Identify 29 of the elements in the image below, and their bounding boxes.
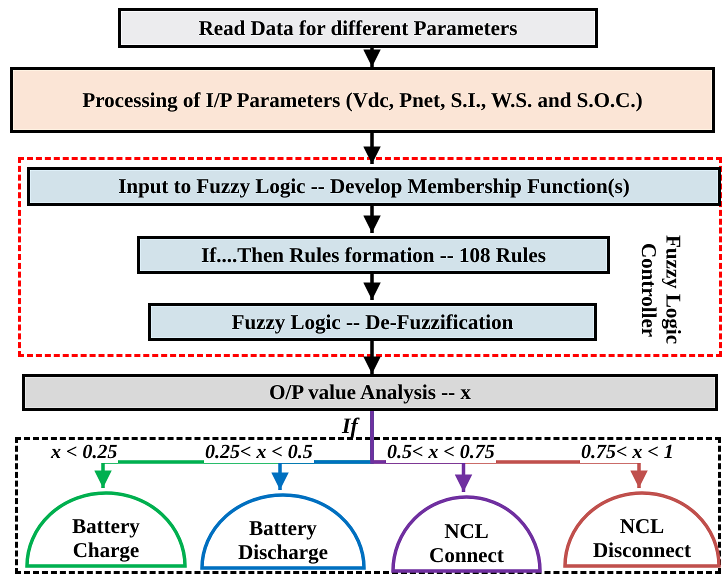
- node-text: Fuzzy Logic Controller: [637, 234, 686, 347]
- process-box: [137, 236, 610, 274]
- process-box: [118, 8, 598, 48]
- process-box: [22, 374, 718, 411]
- process-box: [10, 67, 715, 133]
- node-text: O/P value Analysis -- x: [269, 380, 471, 405]
- arrow: [363, 48, 381, 67]
- outcome-semicircle: [200, 493, 366, 570]
- condition-text: If: [341, 414, 359, 438]
- arrow: [363, 271, 381, 300]
- outcome-semicircle: [25, 491, 187, 568]
- node-text: NCL Connect: [428, 518, 505, 567]
- arrow: [363, 133, 381, 164]
- node-text: Input to Fuzzy Logic -- Develop Membership Function(s): [118, 174, 630, 199]
- node-text: Processing of I/P Parameters (Vdc, Pnet, S.I., W.S. and S.O.C.): [81, 88, 644, 112]
- arrow: [370, 411, 472, 492]
- outcome-semicircle: [563, 491, 721, 568]
- controller-group: [18, 157, 722, 357]
- process-box: [27, 167, 721, 206]
- node-text: If....Then Rules formation -- 108 Rules: [201, 242, 546, 268]
- process-box: [148, 303, 597, 341]
- arrow: [363, 338, 381, 374]
- outcome-semicircle: [391, 495, 542, 573]
- node-text: Battery Discharge: [237, 516, 329, 564]
- node-text: Fuzzy Logic -- De-Fuzzification: [232, 310, 514, 334]
- node-text: Battery Charge: [71, 514, 141, 562]
- node-text: Read Data for different Parameters: [198, 16, 518, 40]
- arrow: [363, 203, 381, 233]
- node-text: NCL Disconnect: [592, 514, 692, 562]
